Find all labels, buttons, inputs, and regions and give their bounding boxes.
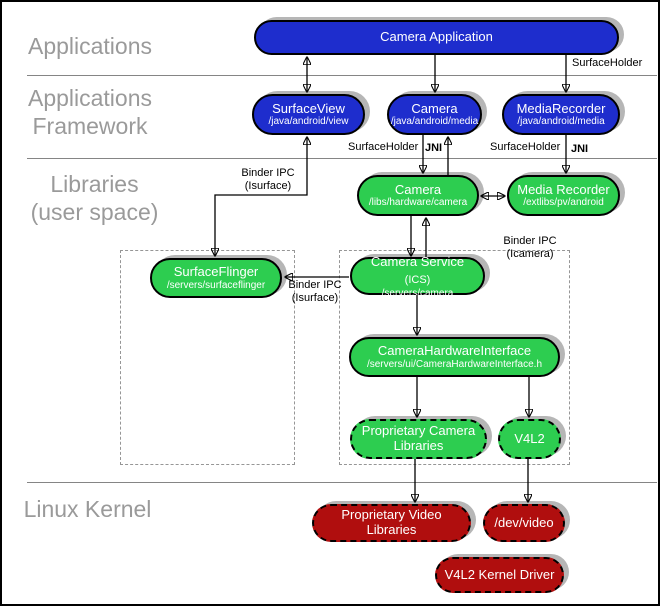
edge-label-binder-ipc-surfaceview: Binder IPC (Isurface) [228,167,308,193]
node-proprietary-video-libraries: Proprietary Video Libraries [312,504,471,542]
camera-service-group-box [339,250,570,465]
node-subtitle: /java/android/media [390,116,479,128]
node-dev-video: /dev/video [483,504,565,542]
edge-label-binder-ipc-icamera: Binder IPC (Icamera) [490,235,570,261]
node-title: Camera Service [370,253,465,269]
divider-libraries-kernel [27,482,657,483]
edge-label-surfaceholder-recorder: SurfaceHolder [490,141,561,153]
edge-label-line: (Isurface) [291,292,339,304]
node-surfaceview: SurfaceView /java/android/view [252,94,365,135]
node-title: Camera [411,100,458,116]
node-camera-lib: Camera /libs/hardware/camera [357,175,479,216]
layer-label-libraries: Libraries (user space) [7,170,182,226]
node-subtitle: /extlibs/pv/android [523,197,604,209]
node-title: MediaRecorder [516,100,606,116]
node-title: V4L2 Kernel Driver [444,566,555,582]
layer-label-applications-framework: Applications Framework [10,84,170,140]
edge-label-line: Binder IPC [288,279,342,291]
edge-label-line: Binder IPC [503,235,557,247]
node-media-recorder-lib: Media Recorder /extlibs/pv/android [507,175,620,216]
layer-label-line: Linux Kernel [23,496,152,522]
node-subtitle: /libs/hardware/camera [368,197,468,209]
node-camera-java: Camera /java/android/media [387,94,482,135]
node-camera-application: Camera Application [254,20,619,55]
node-title-row: Camera Service (ICS) [356,253,479,289]
layer-label-line: Applications [27,33,153,59]
node-subtitle: /java/android/view [268,116,349,128]
layer-label-line: (user space) [30,199,159,225]
node-subtitle: /servers/ui/CameraHardwareInterface.h [366,358,543,370]
node-title: Proprietary Camera Libraries [361,423,476,453]
node-title: /dev/video [494,514,554,530]
edge-label-binder-ipc-isurface: Binder IPC (Isurface) [275,279,355,305]
node-camerahardwareinterface: CameraHardwareInterface /servers/ui/Came… [349,337,560,377]
edge-label-surfaceholder-camera: SurfaceHolder [348,141,419,153]
node-title: Camera Application [380,29,493,45]
node-title: Media Recorder [517,181,610,197]
node-title: Proprietary Video Libraries [341,507,442,537]
divider-applications-framework [27,75,657,76]
node-title: CameraHardwareInterface [377,343,532,359]
node-v4l2: V4L2 [498,419,561,459]
edge-label-line: (Isurface) [244,180,292,192]
node-title: V4L2 [514,430,545,446]
node-subtitle: /servers/camera [381,288,454,300]
layer-label-linux-kernel: Linux Kernel [10,495,165,523]
node-surfaceflinger: SurfaceFlinger /servers/surfaceflinger [150,258,282,298]
node-proprietary-camera-libraries: Proprietary Camera Libraries [350,419,487,459]
divider-framework-libraries [27,158,657,159]
layer-label-line: Libraries [50,171,139,197]
surfaceflinger-group-box [120,250,295,465]
node-title: SurfaceFlinger [173,264,259,280]
node-title-suffix: (ICS) [404,274,431,287]
node-v4l2-kernel-driver: V4L2 Kernel Driver [435,557,564,593]
edge-label-jni-camera: JNI [425,142,443,154]
node-mediarecorder-java: MediaRecorder /java/android/media [502,94,620,135]
node-title: SurfaceView [272,100,345,116]
edge-label-surfaceholder-top: SurfaceHolder [572,57,643,69]
layer-label-line: Applications [27,85,153,111]
node-subtitle: /servers/surfaceflinger [166,279,266,291]
edge-label-line: (Icamera) [506,248,554,260]
layer-label-applications: Applications [10,32,170,60]
layer-label-line: Framework [32,113,148,139]
node-camera-service: Camera Service (ICS) /servers/camera [350,254,485,299]
edge-label-line: Binder IPC [241,167,295,179]
node-subtitle: /java/android/media [517,116,605,128]
edge-label-jni-recorder: JNI [571,143,589,155]
edge-surfaceview-surfaceflinger [215,138,307,255]
node-title: Camera [394,181,442,197]
